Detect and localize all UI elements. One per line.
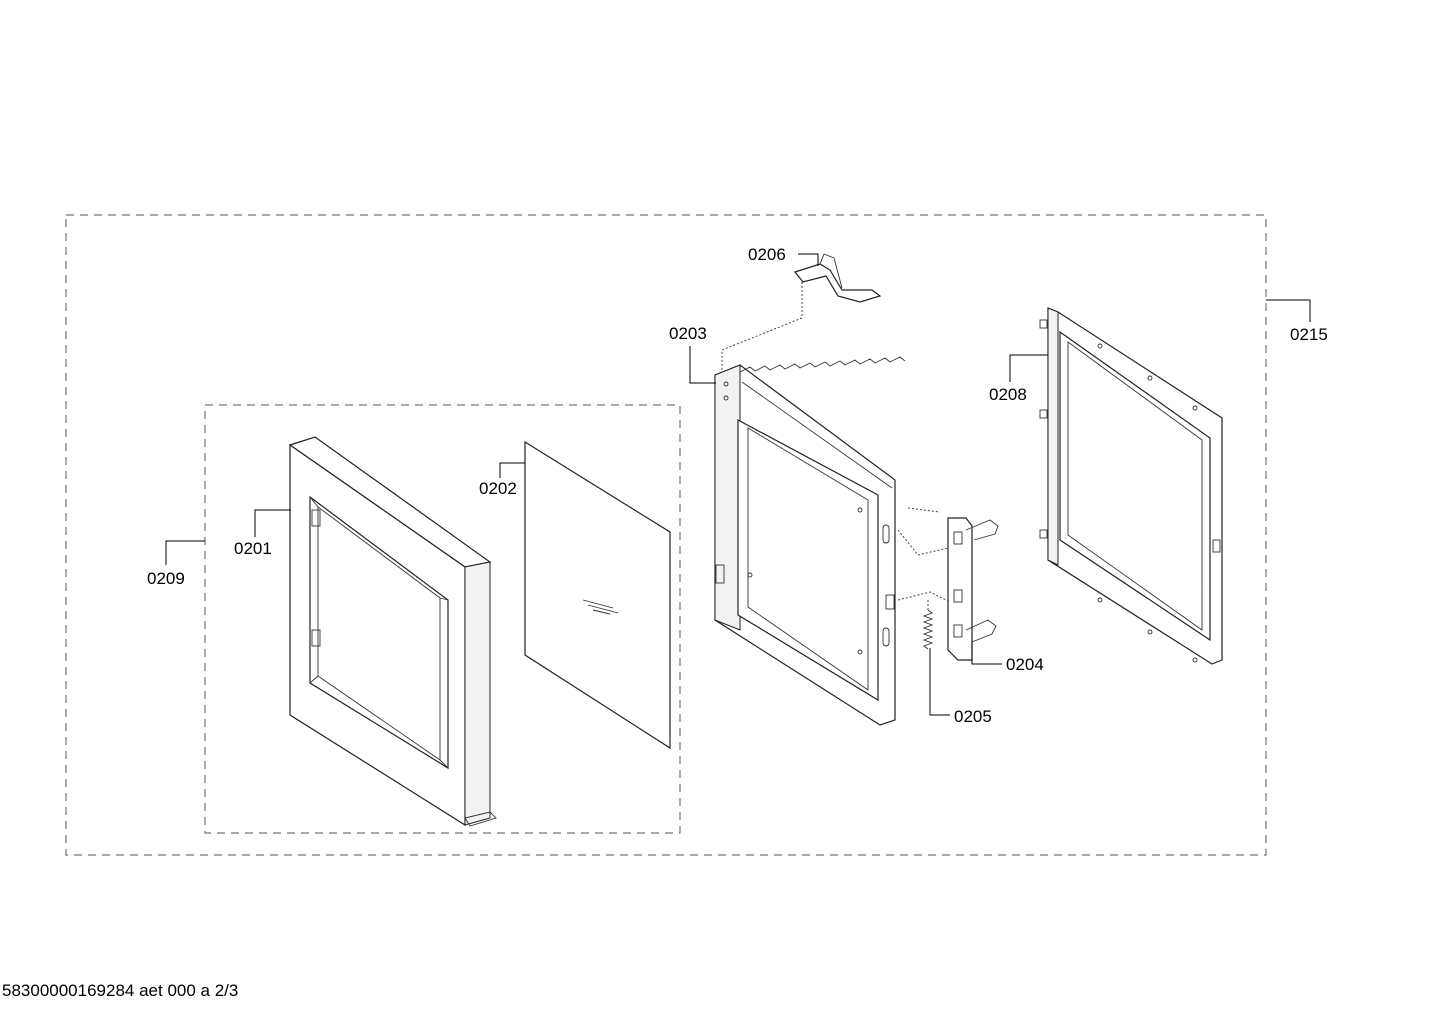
part-0202-glass-panel[interactable] [524, 440, 671, 750]
label-0202: 0202 [479, 479, 517, 498]
part-0208-back-frame[interactable] [1039, 307, 1223, 665]
assembly-guide-lines [721, 282, 951, 612]
assembly-0209-boundary [204, 404, 681, 834]
part-0204-latch-hook[interactable] [947, 517, 999, 661]
assembly-0215-boundary [65, 214, 1267, 856]
label-0205: 0205 [954, 707, 992, 726]
leader-lines [165, 253, 1311, 716]
part-0201-front-frame[interactable] [288, 436, 497, 827]
label-0203: 0203 [669, 324, 707, 343]
part-0205-spring[interactable] [922, 609, 934, 650]
label-0209: 0209 [147, 569, 185, 588]
part-0206-top-bracket[interactable] [793, 253, 882, 303]
label-0206: 0206 [748, 245, 786, 264]
label-0208: 0208 [989, 385, 1027, 404]
label-0204: 0204 [1006, 655, 1044, 674]
part-0203-inner-frame[interactable] [714, 356, 906, 726]
document-id-footer: 58300000169284 aet 000 a 2/3 [2, 981, 239, 1000]
label-0215: 0215 [1290, 325, 1328, 344]
label-0201: 0201 [234, 539, 272, 558]
